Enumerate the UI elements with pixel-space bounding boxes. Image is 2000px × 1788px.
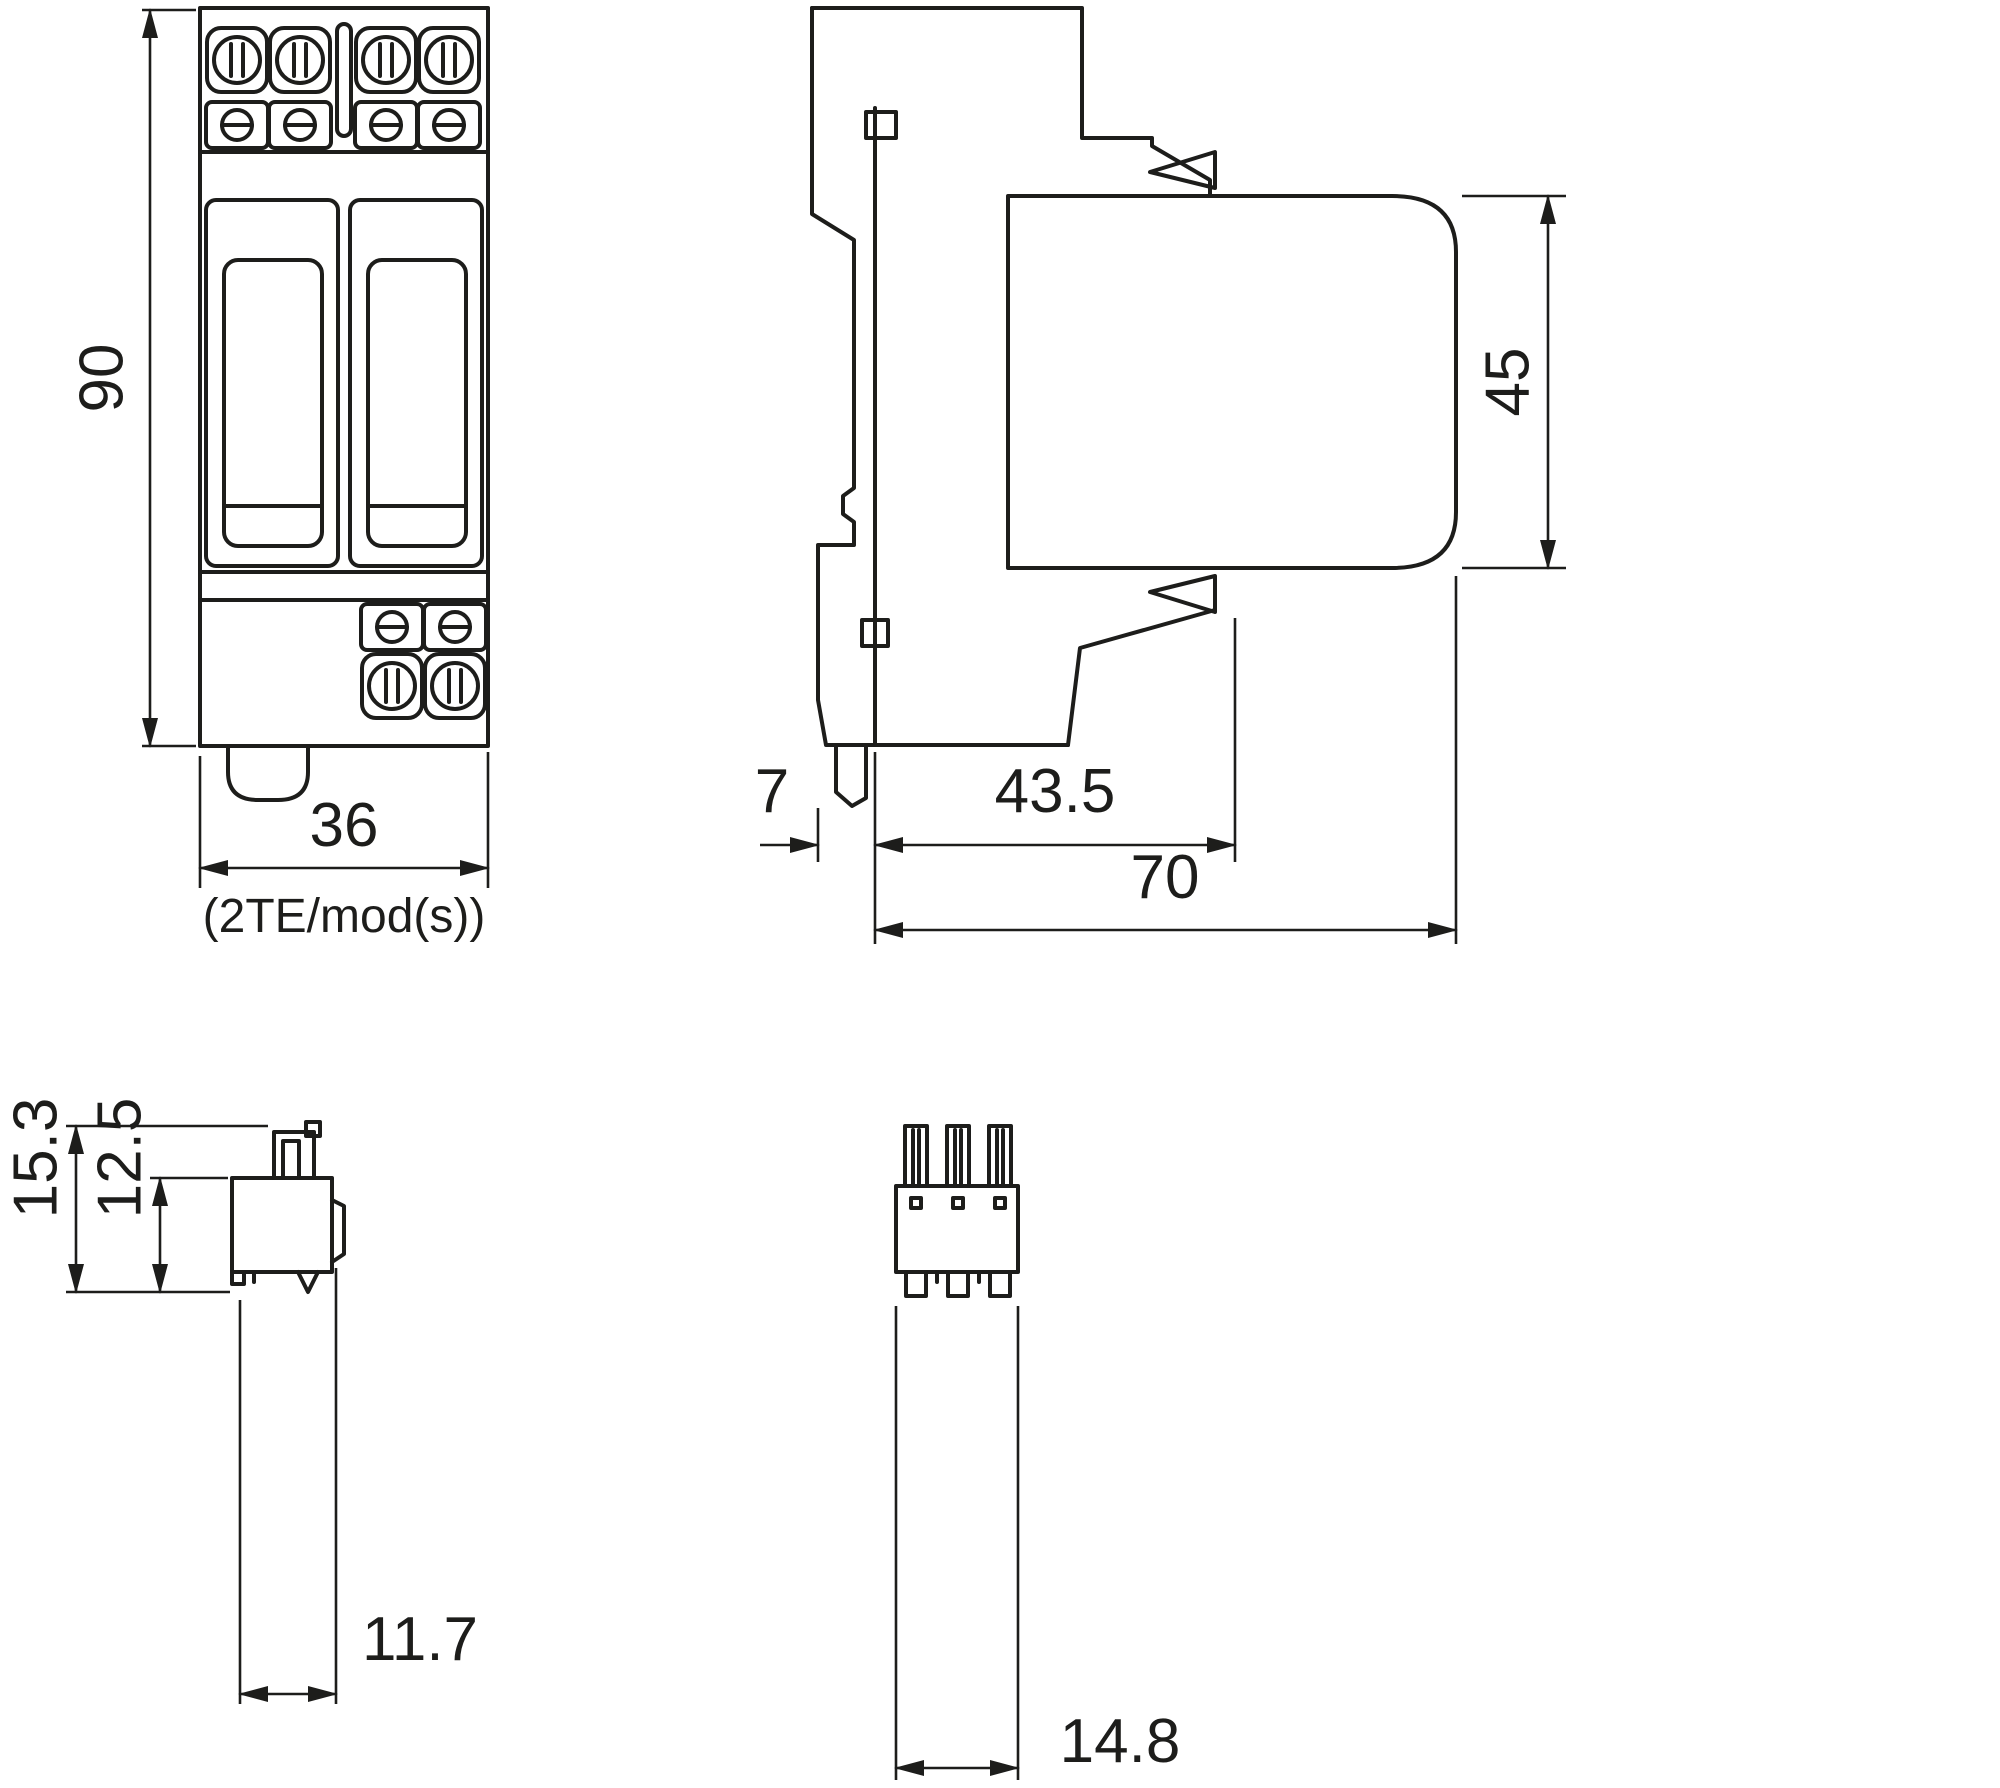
side-dimension-lines xyxy=(760,194,1566,944)
front-top-terminals xyxy=(204,26,482,150)
front-dimension-lines xyxy=(142,7,490,888)
terminal-side-width-label: 11.7 xyxy=(362,1605,478,1674)
side-view-module xyxy=(1006,194,1458,570)
side-view-base xyxy=(810,6,1217,808)
front-bottom-terminals xyxy=(359,602,488,720)
terminal-front-body xyxy=(894,1124,1020,1298)
terminal-body-height-label: 12.5 xyxy=(86,1098,155,1219)
terminal-front-dimension-lines xyxy=(894,1306,1020,1780)
terminal-side-body xyxy=(230,1120,346,1294)
front-height-dimension-label: 90 xyxy=(68,344,137,413)
front-width-dimension-label: 36 xyxy=(310,791,379,860)
front-width-note-label: (2TE/mod(s)) xyxy=(203,890,486,943)
terminal-side-dimension-lines xyxy=(66,1124,338,1704)
front-view: 90 36 (2TE/mod(s)) xyxy=(68,6,490,943)
side-latch-depth-label: 7 xyxy=(755,757,789,826)
side-mount-depth-label: 43.5 xyxy=(995,757,1116,826)
front-view-body xyxy=(198,6,490,802)
terminal-front-view: 14.8 xyxy=(894,1124,1181,1780)
terminal-front-width-label: 14.8 xyxy=(1060,1707,1181,1776)
side-total-depth-label: 70 xyxy=(1131,843,1200,912)
terminal-total-height-label: 15.3 xyxy=(2,1098,71,1219)
side-module-height-label: 45 xyxy=(1474,348,1543,417)
terminal-side-view: 15.3 12.5 11.7 xyxy=(2,1098,478,1704)
side-view: 45 7 43.5 70 xyxy=(755,6,1566,944)
